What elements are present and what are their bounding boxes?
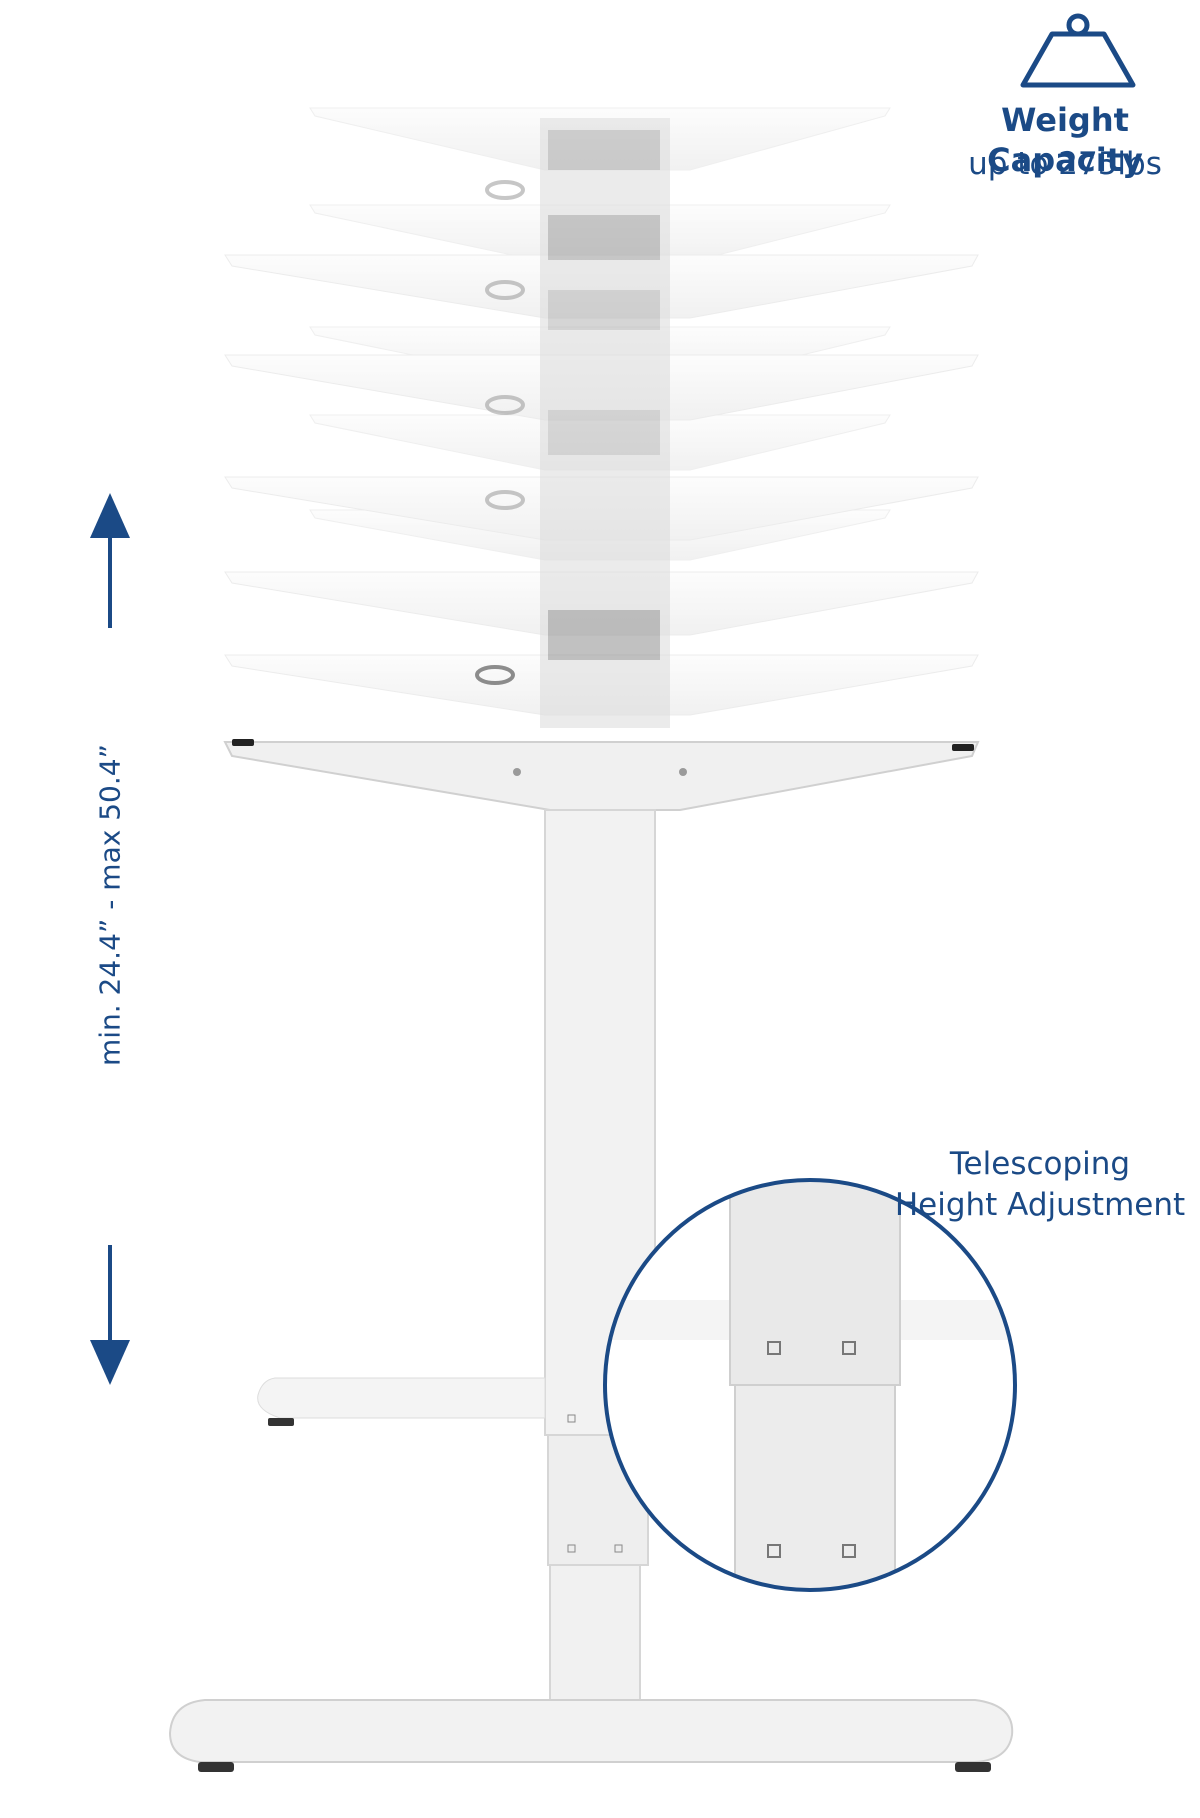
telescoping-label-line2: Height Adjustment: [894, 1187, 1186, 1223]
telescoping-label-line1: Telescoping: [949, 1146, 1131, 1182]
height-range-label: min. 24.4” - max 50.4”: [93, 743, 127, 1067]
desk-feet: [168, 1377, 1014, 1772]
ghost-motor-housings: [475, 118, 670, 728]
desk-leg-column: [544, 809, 656, 1701]
desk-frame-top: [223, 739, 980, 811]
telescoping-zoom-circle: [603, 1178, 1017, 1592]
arrow-up-icon: [90, 493, 130, 628]
weight-icon: [1020, 13, 1136, 88]
weight-capacity-subtitle: up to 275lbs: [968, 146, 1162, 182]
weight-capacity-title: Weight Capacity: [987, 101, 1143, 179]
arrow-down-icon: [90, 1245, 130, 1385]
